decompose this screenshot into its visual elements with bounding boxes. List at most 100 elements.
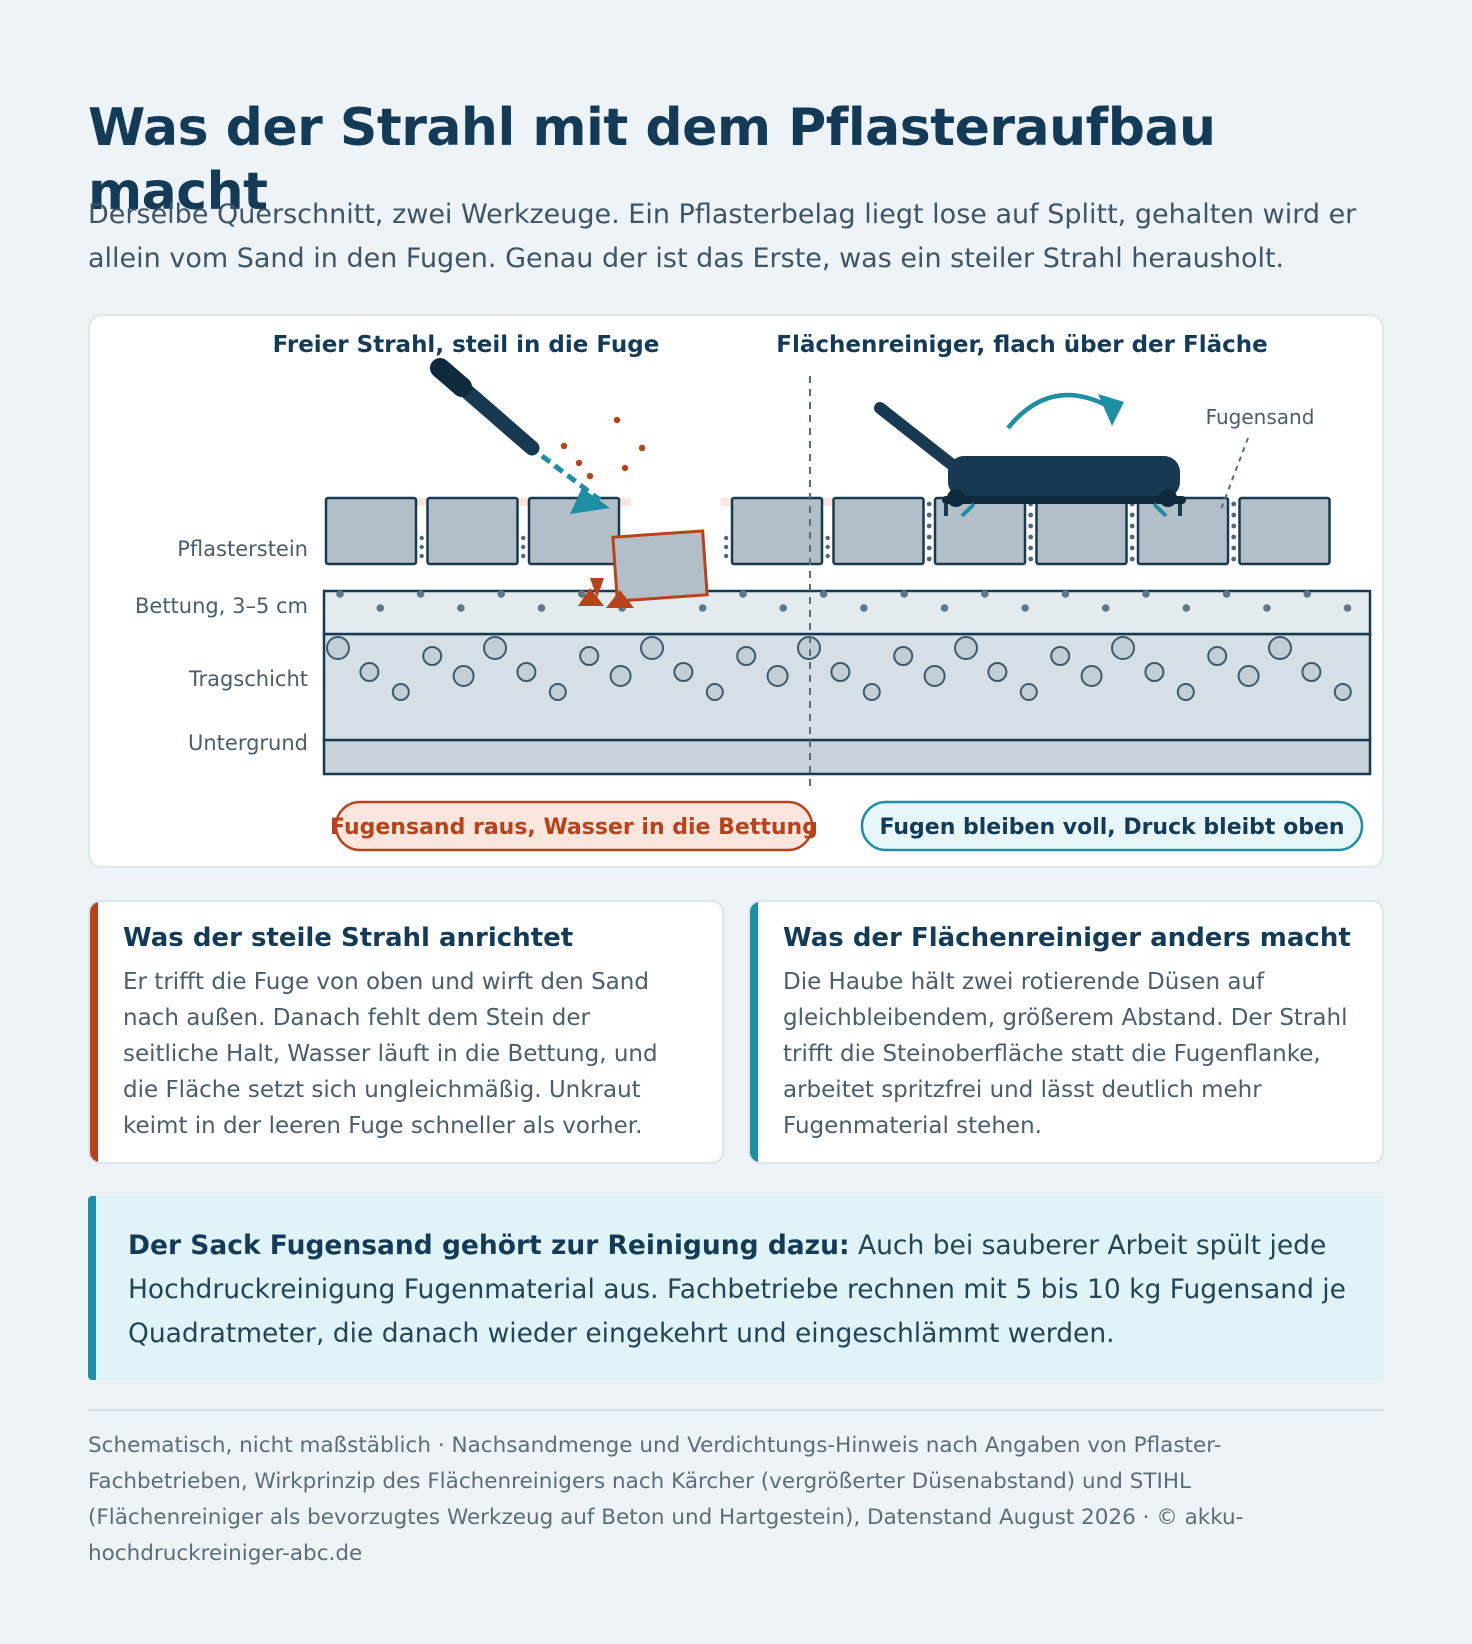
gravel-stone [1237, 665, 1260, 687]
gravel-stone [548, 683, 567, 701]
surface-cleaner-handle-icon [874, 402, 966, 477]
steep-jet-card-title: Was der steile Strahl anrichtet [123, 923, 574, 953]
paving-stone [527, 496, 621, 566]
joint-sand-grain [521, 544, 526, 550]
footer-divider [88, 1409, 1384, 1411]
gravel-stone [1080, 665, 1103, 687]
note-bold: Der Sack Fugensand gehört zur Reinigung … [128, 1230, 850, 1261]
cross-section-svg: Freier Strahl, steil in die Fuge Flächen… [135, 332, 1372, 852]
surface-cleaner-foot [944, 504, 948, 516]
note-body: Auch bei sauberer Arbeit spült jede Hoch… [128, 1230, 1346, 1349]
bedding-grain [981, 590, 989, 598]
rotation-arrow-icon [1006, 392, 1110, 430]
gravel-stone [1207, 646, 1228, 666]
joint-sand-grain [521, 535, 526, 541]
gravel-stone [1144, 662, 1165, 682]
joint-sand-grain [1231, 512, 1237, 518]
gravel-stone [830, 662, 851, 682]
gravel-stone [391, 683, 410, 701]
source-footer: Schematisch, nicht maßstäblich · Nachsan… [88, 1433, 1244, 1566]
paving-stone [933, 496, 1027, 566]
gravel-stone [1176, 683, 1195, 701]
joint-sand-grain [926, 545, 932, 551]
joint-sand-grain [1231, 501, 1237, 507]
joint-sand-grain [724, 535, 729, 541]
paving-stone [1136, 496, 1230, 566]
paving-stone [1238, 496, 1331, 566]
bedding-grain [1263, 604, 1271, 612]
joint-sand-grain [1129, 523, 1135, 529]
subsoil-layer [322, 738, 1372, 776]
right-scenario-heading: Flächenreiniger, flach über der Fläche [776, 332, 1267, 358]
rotation-arrowhead-icon [1098, 394, 1124, 426]
joint-sand-grain [926, 512, 932, 518]
surface-cleaner-base [942, 496, 1186, 504]
joint-sand-grain [825, 544, 830, 550]
joint-sand-grain [724, 553, 729, 559]
layer-label-untergrund: Untergrund [188, 731, 308, 755]
joint-sand-grain [825, 535, 830, 541]
fugensand-pointer [1219, 437, 1249, 513]
joint-sand-grain [724, 544, 729, 550]
fugensand-label: Fugensand [1206, 405, 1315, 429]
bedding-grain [376, 604, 385, 612]
joint-sand-grain [825, 553, 830, 559]
bedding-grain [940, 604, 949, 612]
joint-sand-grain [1028, 523, 1034, 529]
joint-sand-grain [1129, 545, 1135, 551]
left-result-text: Fugensand raus, Wasser in die Bettung [330, 815, 818, 840]
empty-joint [517, 498, 529, 506]
bedding-grain [336, 590, 344, 598]
gravel-stone [452, 665, 475, 687]
cross-section-diagram: Freier Strahl, steil in die Fuge Flächen… [88, 314, 1384, 868]
gravel-stone [1050, 646, 1071, 666]
gravel-stone [923, 665, 946, 687]
gravel-stone [516, 662, 537, 682]
gravel-stone [766, 665, 789, 687]
left-result-pill [334, 800, 814, 852]
gravel-stone [1268, 636, 1292, 660]
jet-stream [540, 454, 602, 502]
layer-label-tragschicht: Tragschicht [188, 667, 308, 691]
gravel-stone [1111, 636, 1135, 660]
page-subtitle: Derselbe Querschnitt, zwei Werkzeuge. Ei… [88, 199, 1357, 274]
gravel-stone [954, 636, 978, 660]
gravel-stone [862, 683, 881, 701]
bedding-grain [537, 604, 546, 612]
left-scenario-heading: Freier Strahl, steil in die Fuge [273, 332, 660, 358]
bedding-grain [1303, 590, 1311, 598]
page-title: Was der Strahl mit dem Pflasteraufbau ma… [88, 98, 1216, 222]
joint-sand-grain [1028, 545, 1034, 551]
gravel-stone [359, 662, 380, 682]
cleaner-spray-left [960, 502, 976, 518]
joint-sand-grain [1028, 556, 1034, 562]
water-into-bedding-icon [578, 578, 634, 608]
layer-label-pflasterstein: Pflasterstein [177, 537, 308, 561]
surface-cleaner-wheel-icon [947, 489, 965, 507]
paving-stone [426, 496, 519, 566]
paving-stone [1035, 496, 1128, 566]
joint-sand-grain [926, 534, 932, 540]
paving-stone [324, 496, 418, 566]
bedding-grain [698, 604, 707, 612]
joint-sand-grain [1129, 556, 1135, 562]
joint-sand-grain [1231, 545, 1237, 551]
gravel-stone [609, 665, 632, 687]
joint-sand-grain [1231, 534, 1237, 540]
right-result-pill [860, 800, 1364, 852]
bedding-grain [1061, 590, 1070, 598]
gravel-stone [483, 636, 507, 660]
joint-sand-grain [419, 544, 424, 550]
surface-cleaner-card-body: Die Haube hält zwei rotierende Düsen auf… [783, 969, 1348, 1139]
cleaner-spray-right [1152, 502, 1168, 518]
steep-jet-card-body: Er trifft die Fuge von oben und wirft de… [123, 969, 658, 1139]
right-result-text: Fugen bleiben voll, Druck bleibt oben [879, 815, 1344, 840]
bedding-grain [497, 590, 506, 598]
empty-joint [416, 498, 428, 506]
gravel-stone [705, 683, 724, 701]
gravel-stone [1019, 683, 1038, 701]
lance-grip-icon [430, 358, 472, 397]
gravel-stone [893, 646, 914, 666]
bedding-grain [900, 590, 908, 598]
joint-sand-grain [1028, 512, 1034, 518]
